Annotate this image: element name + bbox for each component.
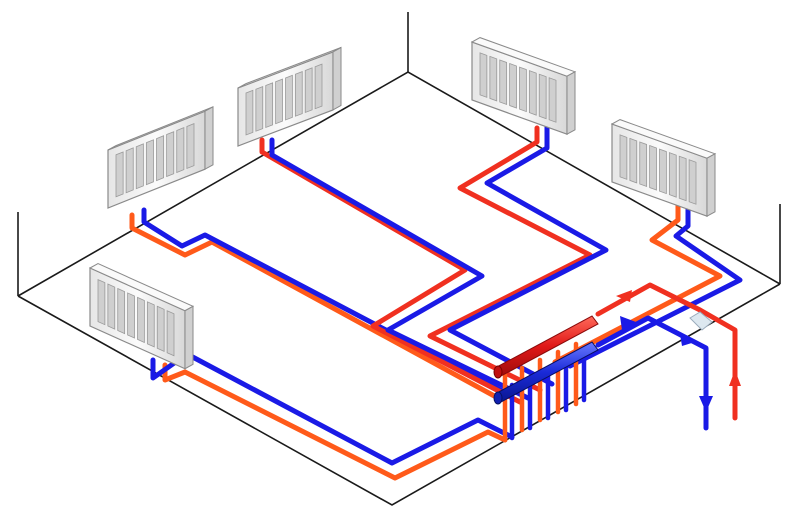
radiator-fin <box>548 77 557 123</box>
main-supply-pipe <box>595 282 738 421</box>
radiator-fin <box>314 63 323 110</box>
main-return-pipe <box>595 315 709 431</box>
radiator-fin <box>688 159 697 205</box>
radiator-fin <box>117 287 126 335</box>
radiator-fin <box>186 123 195 170</box>
radiator-fin <box>285 74 293 121</box>
return-outlet-arrow <box>699 396 713 412</box>
radiator-fin <box>156 305 165 352</box>
radiator-fin <box>528 70 537 116</box>
manifold <box>493 315 599 443</box>
radiator-fin <box>649 144 657 191</box>
radiator-fin <box>245 89 254 136</box>
radiator-left <box>88 263 195 370</box>
radiator-fin <box>509 62 517 109</box>
radiator-side-face <box>566 70 576 136</box>
radiator-fin <box>115 151 124 198</box>
supply-pipe-back-left-radiator <box>129 212 501 401</box>
pipe-fitting <box>689 311 713 331</box>
radiator-fin <box>629 137 638 184</box>
room-outline <box>17 12 781 506</box>
supply-inlet-arrow <box>729 370 741 386</box>
radiator-back-left <box>107 105 214 209</box>
radiator-fin <box>489 55 498 102</box>
manifold-return-end <box>493 391 503 405</box>
radiator-fin <box>499 59 508 106</box>
radiator-fin <box>275 78 283 125</box>
radiator-fin <box>255 86 264 132</box>
radiator-fin <box>294 71 303 117</box>
radiator-side-face <box>184 305 194 370</box>
radiator-fin <box>639 141 648 188</box>
radiator-fin <box>107 283 116 330</box>
flow-arrows <box>616 290 741 412</box>
supply-pipe-back-middle-radiator <box>259 137 523 405</box>
radiator-fin <box>137 296 145 344</box>
supply-pipe-left-radiator <box>162 362 508 481</box>
radiator-fin <box>265 82 274 129</box>
radiator-fin <box>479 52 488 98</box>
supply-pipe-back-right-radiator <box>427 125 593 393</box>
radiator-back-right <box>470 37 577 136</box>
return-corner-arrow <box>680 334 695 346</box>
return-pipe-back-left-radiator <box>141 207 507 395</box>
radiator-fin <box>678 155 687 202</box>
radiator-fin <box>166 310 175 357</box>
radiator-fin <box>659 148 667 195</box>
radiator-side-face <box>706 152 716 218</box>
return-from-manifold-arrow <box>620 316 636 330</box>
radiator-fin <box>125 147 134 194</box>
radiator-fin <box>135 143 144 190</box>
floor-front-edge <box>17 283 781 506</box>
return-pipe-back-right-radiator <box>447 123 609 387</box>
radiator-fin <box>304 67 313 114</box>
supply-pipe-right-radiator <box>552 202 723 365</box>
pipe-network <box>129 123 743 481</box>
radiator-right <box>610 119 717 218</box>
radiator-fin <box>145 139 154 186</box>
radiator-side-face <box>204 105 214 171</box>
radiator-fin <box>97 278 106 326</box>
radiator-fin <box>156 135 165 182</box>
radiator-side-face <box>332 46 342 111</box>
return-pipe-back-middle-radiator <box>269 137 531 401</box>
radiator-fin <box>619 134 628 180</box>
radiator-fin <box>146 301 155 348</box>
radiator-back-middle <box>237 46 342 147</box>
radiator-fin <box>176 127 185 174</box>
radiators <box>88 37 717 370</box>
radiator-fin <box>166 131 175 178</box>
manifold-supply-end <box>493 365 503 379</box>
radiator-fin <box>127 292 135 339</box>
radiator-fin <box>538 73 547 120</box>
radiator-fin <box>519 66 527 113</box>
return-pipe-right-radiator <box>567 202 743 369</box>
supply-to-manifold-arrow <box>616 290 632 302</box>
radiator-fin <box>668 152 677 198</box>
return-pipe-left-radiator <box>150 351 515 466</box>
